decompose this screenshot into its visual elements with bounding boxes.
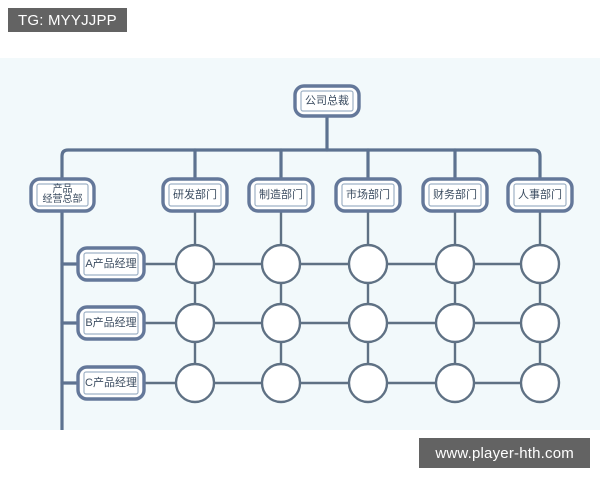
node-pm-c [76,365,146,401]
connectors [60,111,542,430]
org-chart-canvas: 公司总裁 产品 经营总部 研发部门 制造部门 市场部门 财务部门 人事部门 A产… [0,58,600,430]
intersection-node-finance-pm-c [434,362,476,404]
intersection-circles [174,243,561,404]
tg-watermark-badge: TG: MYYJJPP [8,8,127,32]
intersection-node-mfg-pm-a [260,243,302,285]
intersection-node-market-pm-b [347,302,389,344]
node-pm-b [76,305,146,341]
intersection-node-rd-pm-a [174,243,216,285]
matrix-grid-lines [140,210,542,385]
node-dept-rd [161,177,229,213]
intersection-node-hr-pm-b [519,302,561,344]
intersection-node-market-pm-a [347,243,389,285]
node-dept-mfg [247,177,315,213]
intersection-node-finance-pm-b [434,302,476,344]
connector-department-bus [60,148,542,180]
intersection-node-rd-pm-b [174,302,216,344]
intersection-node-hr-pm-a [519,243,561,285]
node-pm-a [76,246,146,282]
node-dept-hr [506,177,574,213]
intersection-node-mfg-pm-b [260,302,302,344]
node-dept-market [334,177,402,213]
site-watermark-badge: www.player-hth.com [419,438,590,468]
intersection-node-market-pm-c [347,362,389,404]
box-nodes [29,84,574,401]
node-dept-finance [421,177,489,213]
intersection-node-mfg-pm-c [260,362,302,404]
intersection-node-hr-pm-c [519,362,561,404]
node-dept-product-hq [29,177,96,213]
node-president [293,84,361,118]
intersection-node-rd-pm-c [174,362,216,404]
intersection-node-finance-pm-a [434,243,476,285]
org-chart-svg [29,84,574,430]
